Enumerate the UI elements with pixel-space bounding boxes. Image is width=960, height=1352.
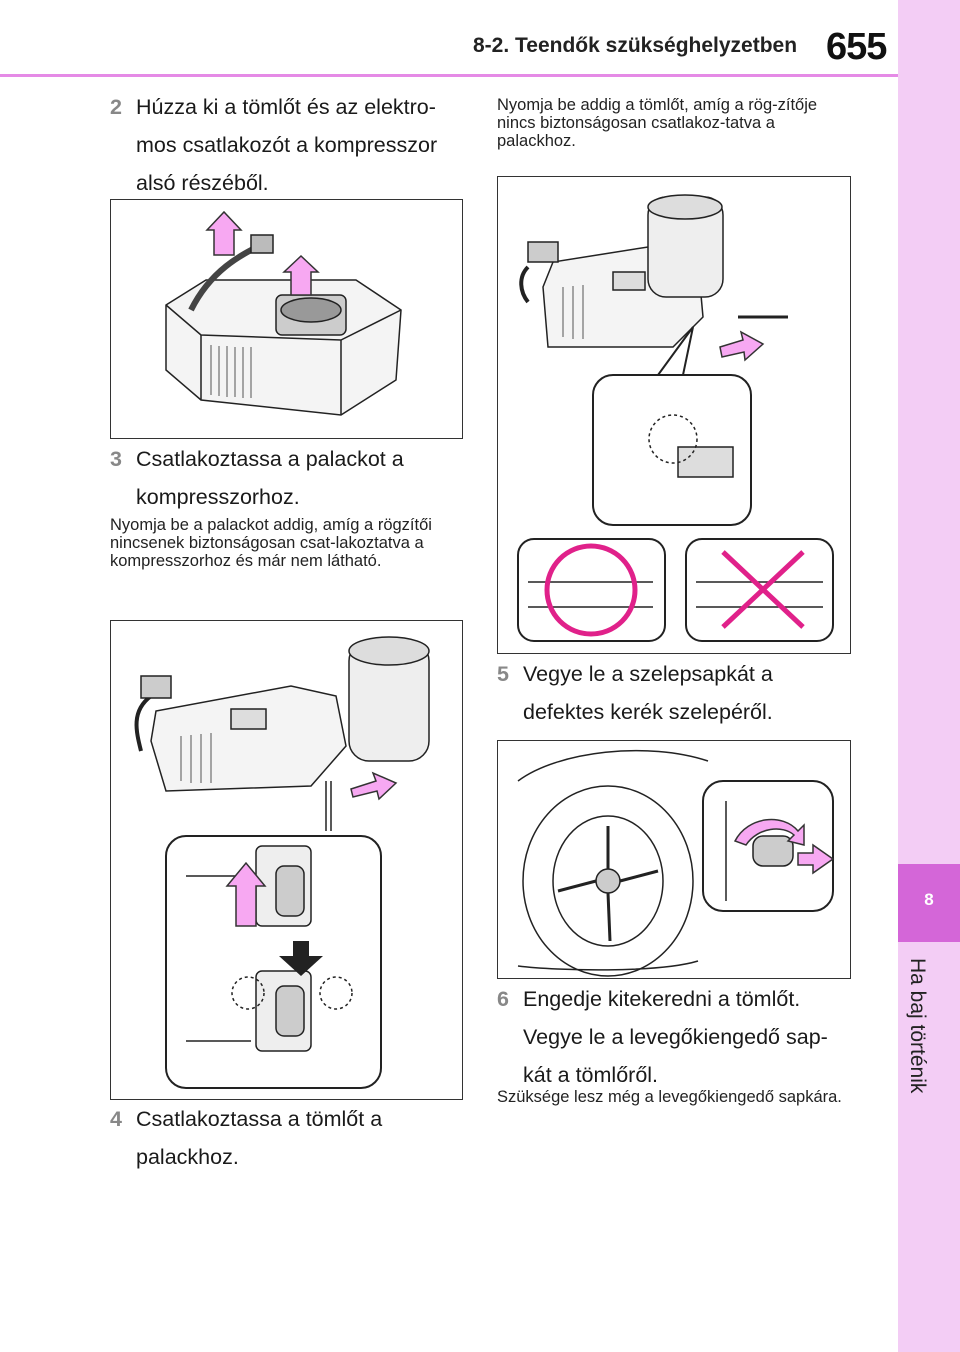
step-number: 4: [110, 1107, 122, 1131]
figure-valve-cap: [497, 740, 851, 979]
step-number: 6: [497, 987, 509, 1011]
header-divider: [0, 74, 898, 77]
valve-cap-illustration: [517, 749, 835, 977]
page-number: 655: [826, 26, 887, 68]
step-text: Húzza ki a tömlőt és az elektro-mos csat…: [136, 95, 438, 195]
chapter-title: Ha baj történik: [906, 958, 929, 1094]
step-6: 6 Engedje kitekeredni a tömlőt. Vegye le…: [497, 980, 847, 1094]
step-number: 5: [497, 662, 509, 686]
step-2: 2 Húzza ki a tömlőt és az elektro-mos cs…: [110, 88, 460, 202]
section-title: 8-2. Teendők szükséghelyzetben: [473, 34, 798, 57]
step-6-note: Szüksége lesz még a levegőkiengedő sapká…: [497, 1088, 842, 1106]
figure-compressor-hose: [110, 199, 463, 439]
hose-bottle-illustration: [517, 194, 834, 642]
step-text: Engedje kitekeredni a tömlőt. Vegye le a…: [523, 987, 828, 1087]
chapter-side-tab: [898, 0, 960, 1352]
step-text: Csatlakoztassa a palackot a kompresszorh…: [136, 447, 404, 509]
step-number: 3: [110, 447, 122, 471]
step-text: Vegye le a szelepsapkát a defektes kerék…: [523, 662, 773, 724]
step-3: 3 Csatlakoztassa a palackot a kompresszo…: [110, 440, 460, 516]
chapter-number: 8: [924, 890, 934, 909]
figure-hose-bottle: [497, 176, 851, 654]
bottle-compressor-illustration: [134, 636, 430, 1089]
figure-bottle-compressor: [110, 620, 463, 1100]
step-5: 5 Vegye le a szelepsapkát a defektes ker…: [497, 655, 847, 731]
step-4: 4 Csatlakoztassa a tömlőt a palackhoz.: [110, 1100, 460, 1176]
step-number: 2: [110, 95, 122, 119]
chapter-number-box: [898, 864, 960, 942]
step-text: Csatlakoztassa a tömlőt a palackhoz.: [136, 1107, 383, 1169]
compressor-hose-illustration: [165, 210, 402, 416]
step-3-note: Nyomja be a palackot addig, amíg a rögzí…: [110, 516, 432, 570]
step-4-note: Nyomja be addig a tömlőt, amíg a rög-zít…: [497, 96, 818, 150]
